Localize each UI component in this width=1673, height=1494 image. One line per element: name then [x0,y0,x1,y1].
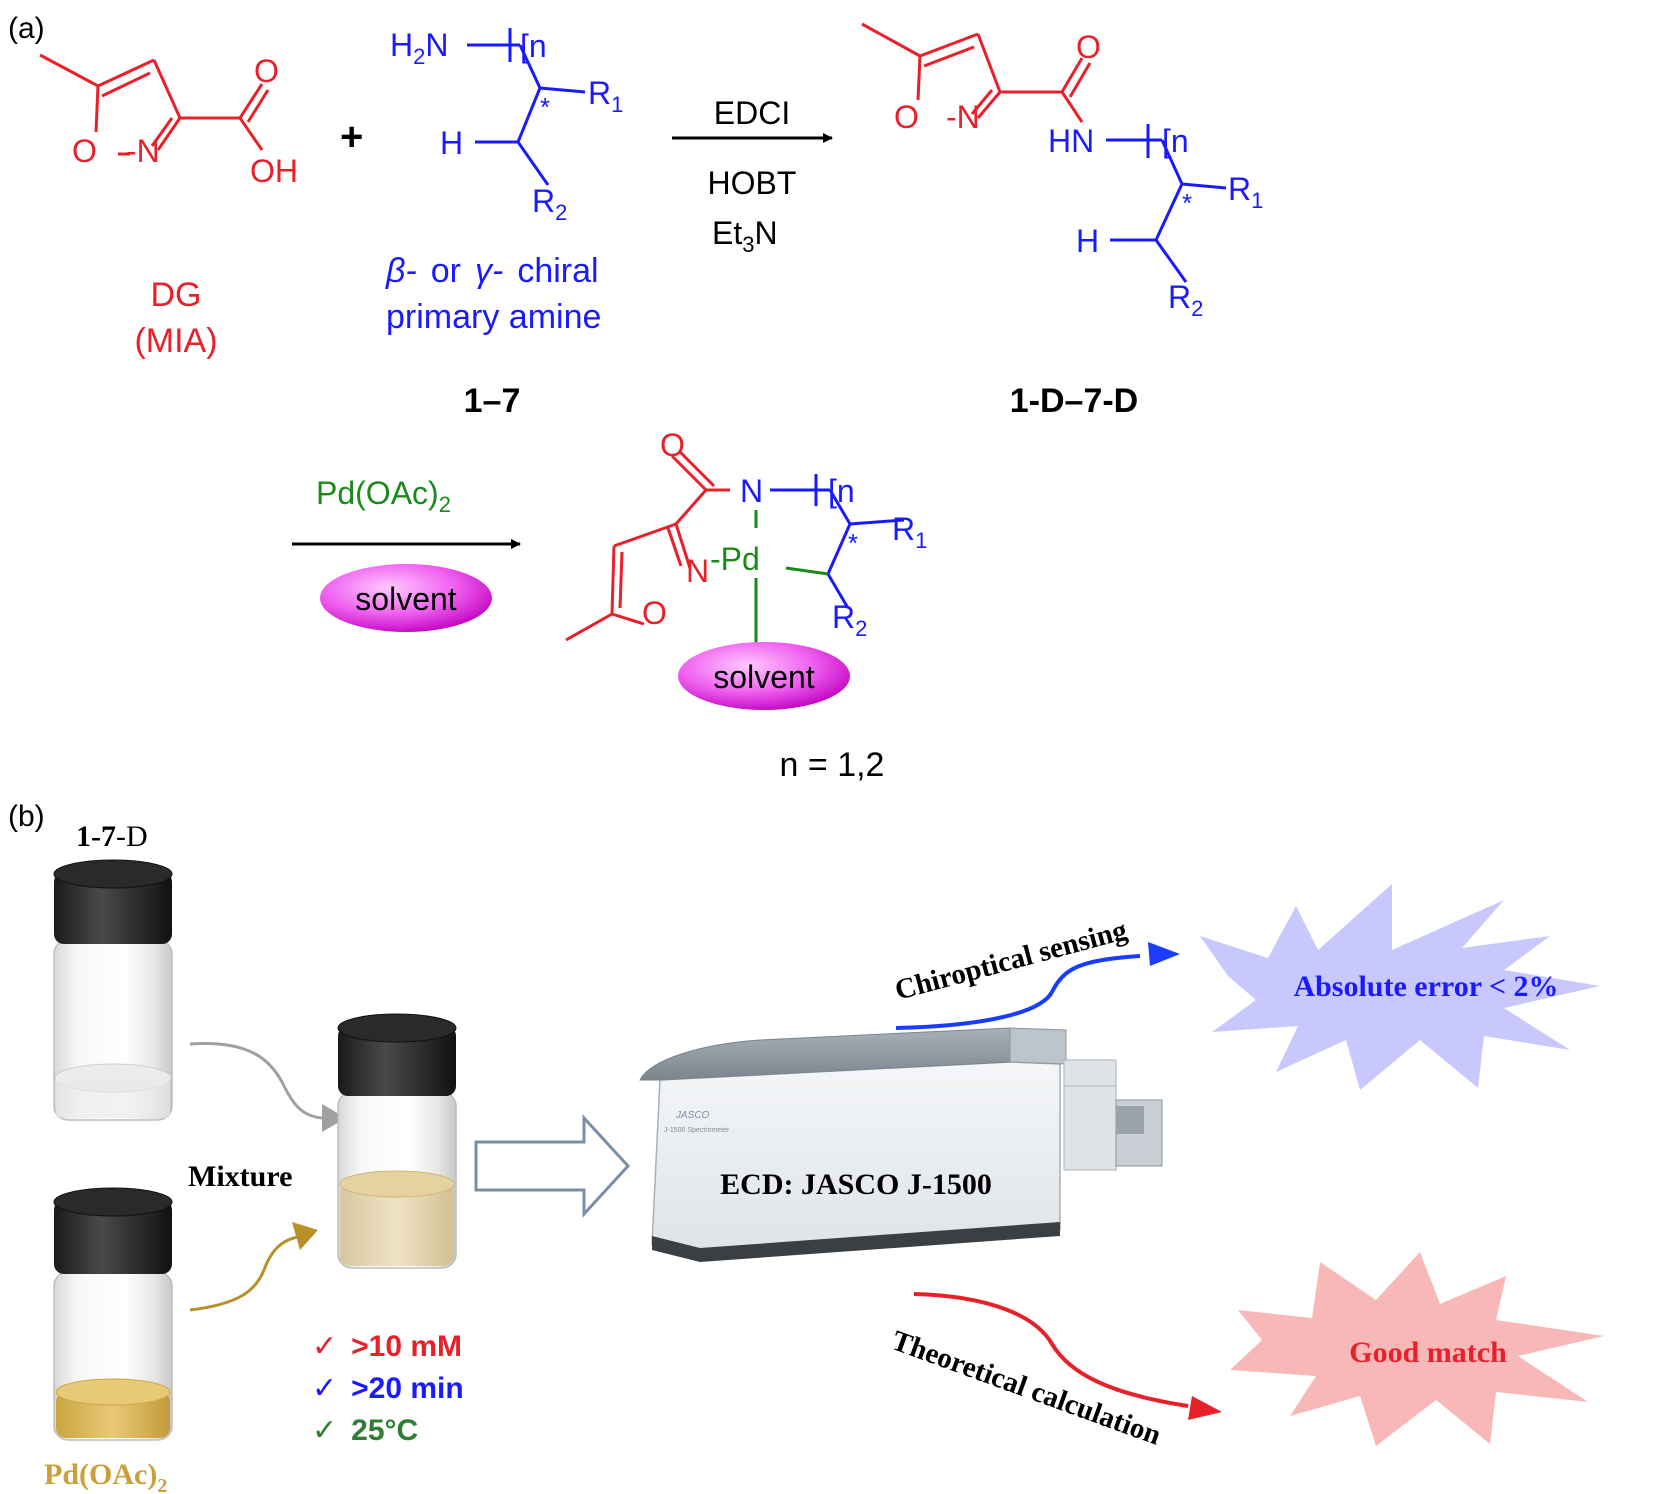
sensing-result-burst [1200,884,1600,1090]
sensing-curve [895,954,1141,1030]
mia-carbonyl-o: O [254,53,279,89]
amide-stereocenter: * [1182,188,1192,218]
amide-compound-label: 1-D–7-D [1010,382,1138,420]
calc-curve [913,1292,1189,1408]
panel-b-label: (b) [8,800,45,833]
complex-pd: -Pd [710,541,760,577]
complex-ring-n: N [686,553,709,589]
ecd-instrument-icon [639,1027,1163,1262]
panel-a-label: (a) [8,12,45,45]
complex-n-bracket: [n [828,473,855,509]
vial-2-icon [53,1187,173,1441]
mixture-label: Mixture [188,1160,292,1193]
condition-concentration: ✓>10 mM [312,1330,462,1363]
complex-ring-o: O [642,595,667,631]
conditions-list: ✓>10 mM ✓>20 min ✓25°C [312,1330,464,1447]
complex-n: N [740,473,763,509]
complex-r2: R2 [832,599,867,641]
reagent-pdoac2: Pd(OAc)2 [316,475,451,517]
amine-compound-label: 1–7 [464,382,521,420]
complex-pd-bonds [754,510,829,652]
amide-ring-n: -N [946,99,980,135]
sensing-result: Absolute error < 2% [1293,970,1558,1003]
complex-carbonyl-o: O [660,427,685,463]
instrument-model: J-1500 Spectrometer [664,1127,730,1134]
solvent-bubble-arrow [320,564,492,632]
arrow-vial2-head [292,1222,318,1250]
mia-name-line2: (MIA) [134,322,217,360]
mixture-vial-icon [337,1013,457,1269]
amine-r2: R2 [532,183,567,225]
n-values: n = 1,2 [780,746,885,784]
solvent-label-arrow: solvent [355,581,457,617]
plus-sign: + [340,115,363,159]
amine-structure [467,28,586,186]
sensing-arrow-head [1148,942,1180,966]
solvent-bubble-complex [678,642,850,710]
arrow-vial1-head [322,1104,346,1132]
mia-ring-n: -N [126,133,160,169]
instrument-brand: JASCO [675,1110,710,1121]
amide-dg-structure [861,22,1092,123]
calc-result-burst [1230,1252,1604,1446]
arrow-vial2-to-mixture [189,1234,305,1312]
complex-amine-structure [770,474,905,609]
amide-r1: R1 [1228,171,1263,213]
amine-r1: R1 [588,75,623,117]
hollow-arrow [474,1114,631,1218]
amine-h: H [440,125,463,161]
amide-carbonyl-o: O [1076,29,1101,65]
vial-1-icon [53,859,173,1121]
amide-n-bracket: [n [1162,123,1189,159]
condition-time: ✓>20 min [312,1372,464,1405]
calc-result: Good match [1349,1336,1507,1369]
amide-hn: HN [1048,123,1094,159]
amine-n-bracket: [n [520,28,547,64]
amide-h: H [1076,223,1099,259]
mia-ring-o: O [72,133,97,169]
amine-description-line2: primary amine [386,298,601,336]
complex-stereocenter: * [848,528,858,558]
mia-oh: OH [250,153,298,189]
vial-2-label: Pd(OAc)2 [44,1458,167,1494]
reagent-et3n: Et3N [712,215,778,257]
mia-structure [39,53,270,156]
calc-arrow-head [1188,1396,1222,1420]
amide-ring-o: O [894,99,919,135]
mia-name-line1: DG [151,276,202,314]
complex-dg-structure [565,450,730,642]
instrument-label: ECD: JASCO J-1500 [720,1168,992,1201]
reagent-edci: EDCI [714,95,790,131]
complex-r1: R1 [892,511,927,553]
reagent-hobt: HOBT [708,165,797,201]
amine-stereocenter: * [540,92,550,122]
arrow-vial1-to-mixture [189,1041,323,1120]
vial-1-label: 1-7-D [76,820,148,853]
amide-r2: R2 [1168,279,1203,321]
condition-temperature: ✓25°C [312,1414,418,1447]
amide-amine-structure [1106,124,1227,283]
solvent-label-complex: solvent [713,659,815,695]
amine-h2n: H2N [390,27,448,69]
calc-label: Theoretical calculation [888,1325,1166,1452]
